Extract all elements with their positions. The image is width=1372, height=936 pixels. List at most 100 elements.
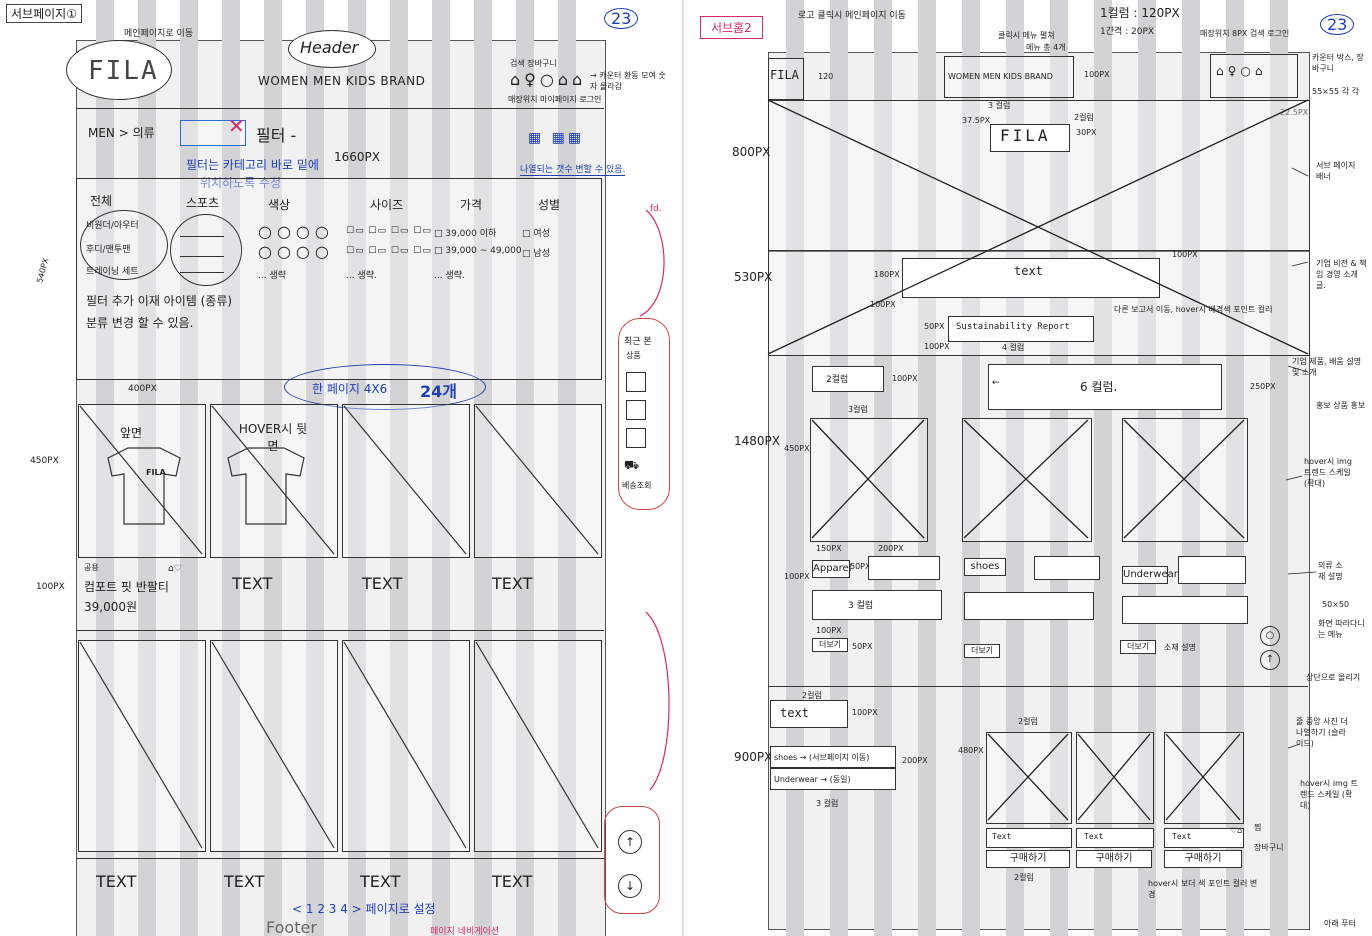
vision-top: 100PX bbox=[1172, 250, 1198, 259]
filter-head-price: 가격 bbox=[460, 198, 483, 212]
product-name[interactable]: 컴포트 핏 반팔티 bbox=[84, 580, 169, 594]
buy-button-1[interactable]: 구매하기 bbox=[986, 850, 1070, 868]
util-icons[interactable]: ⌂♀○⌂⌂ bbox=[510, 70, 587, 89]
category-shoes[interactable]: shoes bbox=[964, 558, 1006, 576]
filter-cat-hoodie[interactable]: 후디/맨투맨 bbox=[86, 245, 131, 255]
float-top-icon[interactable]: ↑ bbox=[1260, 650, 1280, 670]
cart-heart-icons[interactable]: ⌂♡ bbox=[168, 564, 182, 574]
filter-cat-training[interactable]: 트레이닝 세트 bbox=[86, 267, 139, 277]
hero-height: 800PX bbox=[732, 145, 771, 159]
card-text-1 bbox=[986, 828, 1072, 848]
more-button-1[interactable]: 더보기 bbox=[812, 638, 848, 652]
col-note-1: 1컬럼 : 120PX bbox=[1100, 6, 1180, 20]
icon-box[interactable] bbox=[1210, 54, 1298, 98]
s3-note: 기업 제품, 배움 설명 및 소개 bbox=[1292, 357, 1362, 377]
scroll-down-icon[interactable]: ↓ bbox=[618, 874, 642, 898]
category-underwear[interactable]: Underwear bbox=[1122, 566, 1178, 584]
shirt-logo: FILA bbox=[146, 468, 166, 477]
recent-item-3[interactable] bbox=[626, 428, 646, 448]
product-card-5[interactable] bbox=[78, 640, 206, 852]
s3-image-3[interactable] bbox=[1122, 418, 1248, 542]
product-card-6[interactable] bbox=[210, 640, 338, 852]
price-opt-1[interactable]: □ 39,000 이하 bbox=[434, 229, 497, 239]
sustainability-label[interactable]: Sustainability Report bbox=[956, 322, 1070, 332]
color-swatches-row2[interactable]: ○○○○ bbox=[258, 242, 334, 261]
logo-circle[interactable] bbox=[66, 40, 172, 100]
hero-cols: 2컬럼 bbox=[1074, 113, 1094, 122]
s4-link-shoes[interactable] bbox=[770, 746, 896, 768]
recent-item-2[interactable] bbox=[626, 400, 646, 420]
s3-slider-box[interactable] bbox=[988, 364, 1222, 410]
more-button-2[interactable]: 더보기 bbox=[964, 644, 1000, 658]
row2-text-3: TEXT bbox=[360, 872, 401, 891]
s3-image-2[interactable] bbox=[962, 418, 1092, 542]
s4-image-1[interactable] bbox=[986, 732, 1072, 824]
price-opt-2[interactable]: □ 39,000 ~ 49,000 bbox=[434, 246, 522, 256]
s4-image-3[interactable] bbox=[1164, 732, 1244, 824]
util-note: → 카운터 환동 모여 숫자 올라감 bbox=[590, 71, 666, 91]
filter-cat-all[interactable]: 전체 bbox=[90, 194, 113, 208]
product-cat: 공용 bbox=[84, 563, 99, 572]
sheet-sub-home-2: 서브홈2 로고 클릭시 메인페이지 이동 1컬럼 : 120PX 1간격 : 2… bbox=[688, 0, 1372, 936]
size-options-row1[interactable]: ☐▭ ☐▭ ☐▭ ☐▭ bbox=[346, 226, 432, 236]
filter-x-mark: ✕ bbox=[228, 114, 245, 138]
buy-button-2[interactable]: 구매하기 bbox=[1076, 850, 1152, 868]
scroll-up-icon[interactable]: ↑ bbox=[618, 830, 642, 854]
filter-toggle-box[interactable] bbox=[180, 120, 246, 146]
logo[interactable]: FILA bbox=[88, 56, 159, 86]
nav-right[interactable]: WOMEN MEN KIDS BRAND bbox=[948, 72, 1053, 81]
view-note: 나열되는 갯수 변할 수 있음. bbox=[520, 162, 626, 176]
filter-desc-1: 필터 추가 이재 아이템 (종류) bbox=[86, 294, 233, 308]
icon-note: 카운터 박스, 장바구니 bbox=[1312, 53, 1364, 73]
s3-image-1[interactable] bbox=[810, 418, 928, 542]
logo-right[interactable]: FILA bbox=[770, 68, 799, 82]
truck-icon[interactable]: ⛟ bbox=[624, 458, 640, 472]
vision-text: text bbox=[1014, 264, 1043, 278]
s4-h: 100PX bbox=[852, 708, 878, 717]
recent-item-1[interactable] bbox=[626, 372, 646, 392]
logo-box[interactable] bbox=[768, 58, 804, 100]
main-nav[interactable]: WOMEN MEN KIDS BRAND bbox=[258, 74, 426, 88]
size-options-row2[interactable]: ☐▭ ☐▭ ☐▭ ☐▭ bbox=[346, 246, 432, 256]
logo-size: 120 bbox=[818, 72, 834, 81]
s4-link-underwear-label[interactable]: Underwear → (동일) bbox=[774, 775, 851, 784]
product-card-4[interactable] bbox=[474, 404, 602, 558]
header-icons[interactable]: ⌂♀○⌂ bbox=[1216, 64, 1267, 78]
pagination[interactable]: < 1 2 3 4 > 페이지로 설정 bbox=[292, 902, 436, 916]
category-apparel[interactable]: Apparel bbox=[812, 560, 852, 578]
gender-opt-female[interactable]: □ 여성 bbox=[522, 229, 550, 239]
color-swatches-row1[interactable]: ○○○○ bbox=[258, 222, 334, 241]
more-button-3[interactable]: 더보기 bbox=[1120, 640, 1156, 654]
s3-slider-prev-icon[interactable]: ← bbox=[992, 378, 1000, 388]
product-card-7[interactable] bbox=[342, 640, 470, 852]
s4-link-shoes-label[interactable]: shoes → (서브페이지 이동) bbox=[774, 753, 870, 762]
breadcrumb[interactable]: MEN > 의류 bbox=[88, 126, 155, 140]
product-card-8[interactable] bbox=[474, 640, 602, 852]
float-chat-icon[interactable]: ○ bbox=[1260, 626, 1280, 646]
nav-note: 클릭시 메뉴 펼쳐 bbox=[998, 31, 1055, 40]
s3-title-h: 100PX bbox=[892, 374, 918, 383]
product-card-3[interactable] bbox=[342, 404, 470, 558]
s4-image-2[interactable] bbox=[1076, 732, 1154, 824]
cat-desc-2 bbox=[1034, 556, 1100, 580]
nav-box[interactable] bbox=[944, 56, 1074, 98]
filter-cat-outer[interactable]: 비원더/아우터 bbox=[86, 221, 139, 231]
card-icons[interactable]: ♡⌂ bbox=[1230, 826, 1243, 835]
card-text-3 bbox=[1164, 828, 1244, 848]
row2-text-4: TEXT bbox=[492, 872, 533, 891]
cat-row-label: 3 컬럼 bbox=[848, 601, 874, 611]
side-bottom[interactable]: 배송조회 bbox=[622, 481, 652, 490]
card-text-1-label: Text bbox=[992, 832, 1012, 841]
s3-title-box bbox=[812, 366, 884, 392]
s4-link-underwear[interactable] bbox=[770, 768, 896, 790]
filter-note-1: 필터는 카테고리 바로 밑에 bbox=[186, 158, 319, 172]
filter-label[interactable]: 필터 - bbox=[256, 126, 297, 145]
s4-note: 줄 중앙 사진 더 나열하기 (슬라이드) bbox=[1296, 717, 1348, 748]
gender-opt-male[interactable]: □ 남성 bbox=[522, 249, 550, 259]
s3-hover: hover시 img 트렌드 스케일 (확대) bbox=[1304, 457, 1352, 488]
under-nav: 3 컬럼 bbox=[988, 101, 1011, 110]
cat-row-1 bbox=[812, 590, 942, 620]
size-more: ... 생략. bbox=[346, 271, 377, 281]
grid-view-icon[interactable]: ▦ ▦▦ bbox=[528, 130, 585, 146]
buy-button-3[interactable]: 구매하기 bbox=[1164, 850, 1242, 868]
